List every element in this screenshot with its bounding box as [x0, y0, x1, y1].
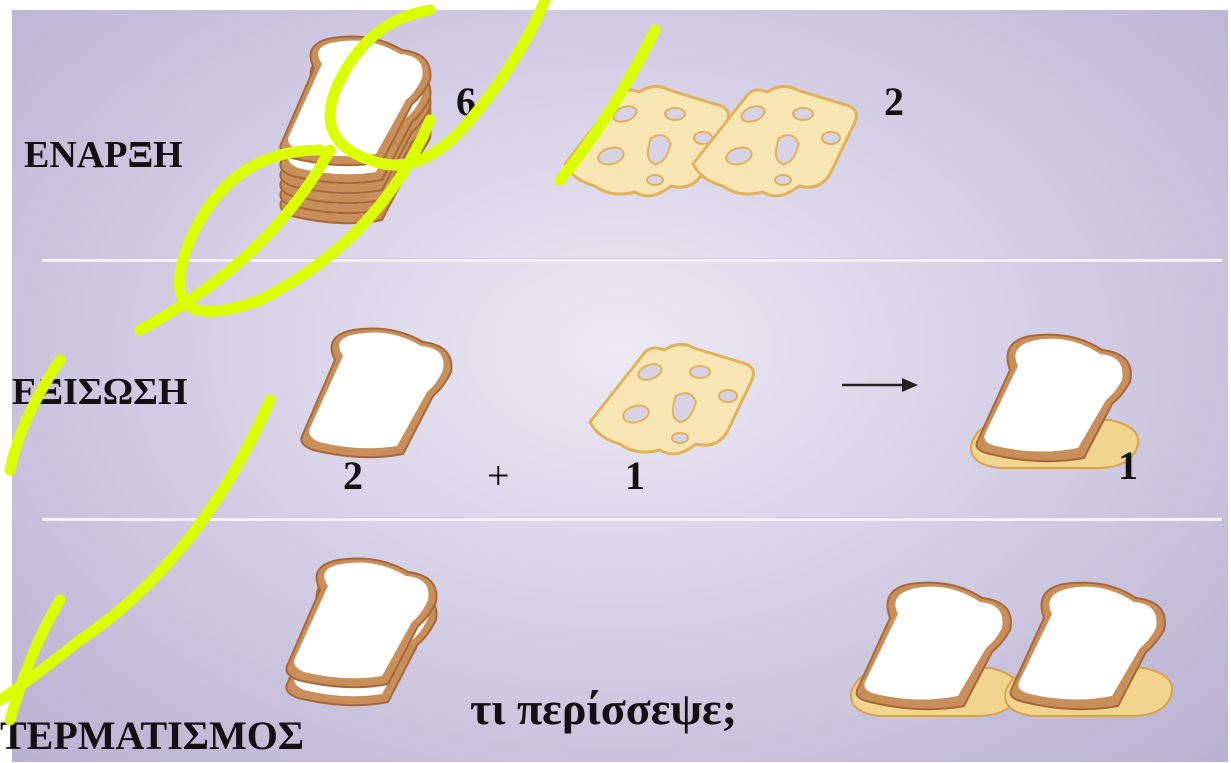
start-label: ΕΝΑΡΞΗ [24, 134, 183, 176]
bread-count: 6 [456, 79, 476, 124]
equation-label: ΕΞΙΣΩΣΗ [12, 371, 188, 413]
cheese-slice-icon [691, 84, 858, 198]
bread-stack-icon [279, 35, 432, 225]
bread-coefficient: 2 [343, 453, 363, 498]
cheese-coefficient: 1 [625, 453, 645, 498]
sandwich-icon [1004, 581, 1174, 717]
cheese-slice-icon [588, 342, 755, 456]
cheese-count: 2 [884, 79, 904, 124]
sandwich-coefficient: 1 [1118, 443, 1138, 488]
end-label: ΤΕΡΜΑΤΙΣΜΟΣ [0, 713, 304, 758]
bread-slice-icon [300, 327, 453, 459]
leftover-bread-icon [285, 557, 438, 707]
plus-sign: + [487, 453, 510, 498]
arrow-right-icon [842, 378, 918, 392]
question-text: τι περίσσεψε; [470, 683, 738, 734]
row-divider-2 [42, 517, 1222, 521]
row-divider-1 [42, 258, 1222, 262]
